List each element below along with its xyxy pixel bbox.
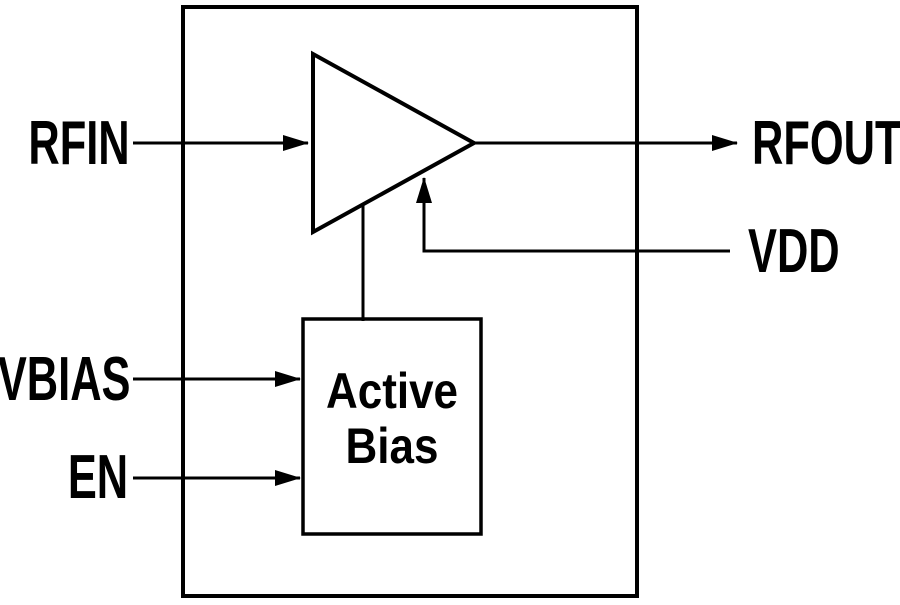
- chip-boundary: [181, 5, 639, 598]
- en-label: EN: [67, 443, 128, 512]
- rfin-label: RFIN: [28, 109, 130, 178]
- rfout-label: RFOUT: [752, 109, 900, 178]
- active-bias-label-line1: Active: [325, 363, 459, 419]
- vdd-wire: [416, 177, 730, 253]
- vbias-label: VBIAS: [0, 345, 130, 414]
- active-bias-block: [301, 317, 483, 536]
- vdd-label: VDD: [748, 217, 840, 286]
- active-bias-label-line2: Bias: [345, 418, 439, 474]
- active-bias-label: Active Bias: [314, 364, 471, 474]
- amplifier-triangle: [311, 50, 479, 236]
